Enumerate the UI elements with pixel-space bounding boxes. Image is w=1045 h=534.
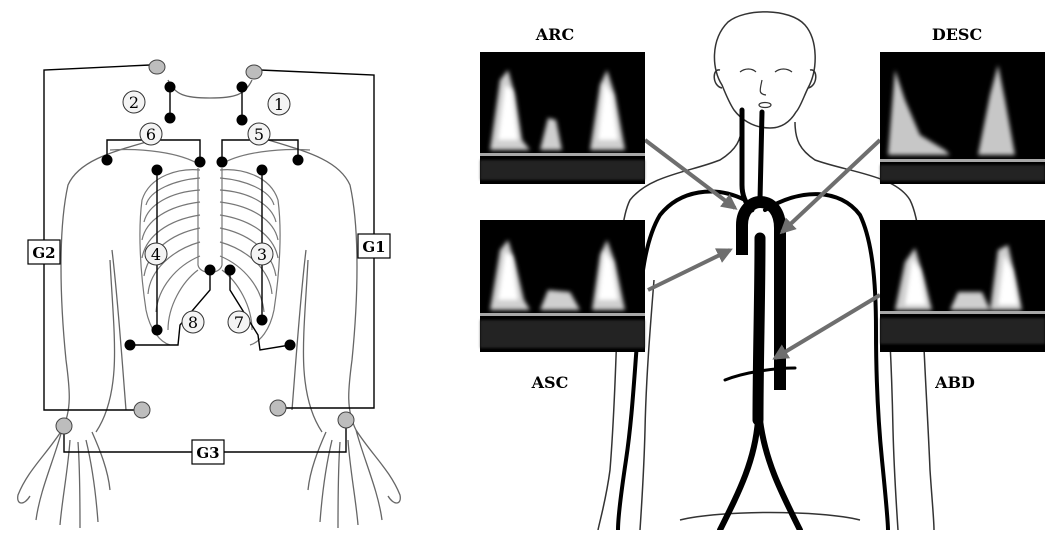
- ground-electrode: [338, 412, 354, 428]
- electrode: [152, 165, 163, 176]
- group-box-g1: G1: [358, 234, 390, 258]
- group-label-g1: G1: [362, 238, 385, 256]
- marker-7: 7: [228, 311, 250, 333]
- electrode: [237, 82, 248, 93]
- arrow-arc: [645, 140, 735, 208]
- electrode: [285, 340, 296, 351]
- ground-electrodes: [56, 60, 354, 434]
- marker-4-label: 4: [151, 245, 161, 264]
- label-asc: ASC: [531, 373, 569, 392]
- marker-5-label: 5: [254, 125, 264, 144]
- group-label-g3: G3: [196, 444, 219, 462]
- doppler-panel-abd: [880, 220, 1045, 352]
- doppler-panel-arc: [480, 52, 645, 184]
- marker-2-label: 2: [129, 93, 139, 112]
- marker-6-label: 6: [146, 125, 156, 144]
- electrode: [152, 325, 163, 336]
- electrode: [125, 340, 136, 351]
- label-arc: ARC: [535, 25, 574, 44]
- rib-cage: [110, 150, 310, 345]
- ground-electrode: [270, 400, 286, 416]
- electrode: [293, 155, 304, 166]
- group-box-g3: G3: [192, 440, 224, 464]
- electrode: [217, 157, 228, 168]
- electrode: [165, 113, 176, 124]
- doppler-panel-desc: [880, 52, 1045, 184]
- marker-8-label: 8: [188, 313, 198, 332]
- right-arm-inner: [303, 260, 322, 432]
- marker-3-label: 3: [257, 245, 267, 264]
- marker-8: 8: [182, 311, 204, 333]
- electrode: [165, 82, 176, 93]
- left-arm-inner: [96, 260, 115, 432]
- marker-1: 1: [268, 93, 290, 115]
- marker-3: 3: [251, 243, 273, 265]
- ascending-aorta-dot: [736, 228, 748, 254]
- head-outline: [714, 12, 815, 128]
- electrode: [205, 265, 216, 276]
- marker-2: 2: [123, 91, 145, 113]
- marker-1-label: 1: [274, 95, 284, 114]
- ground-electrode: [246, 65, 262, 79]
- arrow-asc: [648, 250, 730, 290]
- arrow-desc: [782, 140, 880, 232]
- group-box-g2: G2: [28, 240, 60, 264]
- marker-7-label: 7: [234, 313, 244, 332]
- left-arm-outline: [18, 138, 160, 528]
- label-abd: ABD: [934, 373, 975, 392]
- label-desc: DESC: [932, 25, 982, 44]
- group-label-g2: G2: [32, 244, 55, 262]
- arrow-abd: [775, 295, 880, 358]
- electrode: [237, 115, 248, 126]
- marker-4: 4: [145, 243, 167, 265]
- ground-electrode: [134, 402, 150, 418]
- electrode: [257, 315, 268, 326]
- doppler-panel-asc: [480, 220, 645, 352]
- right-arm-outline: [262, 138, 400, 528]
- marker-6: 6: [140, 123, 162, 145]
- marker-5: 5: [248, 123, 270, 145]
- electrode: [102, 155, 113, 166]
- electrode: [225, 265, 236, 276]
- wiring: [44, 65, 374, 452]
- ground-electrode: [56, 418, 72, 434]
- ground-electrode: [149, 60, 165, 74]
- electrode: [195, 157, 206, 168]
- electrode: [257, 165, 268, 176]
